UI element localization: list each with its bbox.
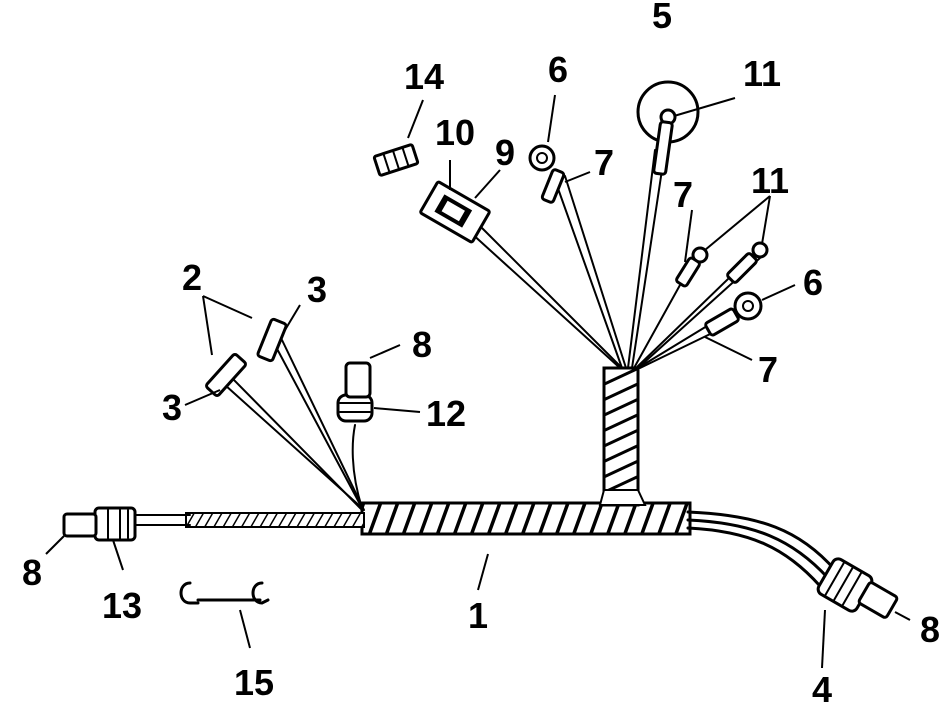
leader-lines: [45, 94, 911, 669]
callout-11-top: 11: [743, 53, 781, 94]
terminal-8-right: [857, 581, 899, 619]
callout-4: 4: [812, 669, 832, 705]
grommet-part-5: [636, 80, 700, 176]
callout-15: 15: [234, 662, 274, 703]
callout-6-right: 6: [803, 262, 823, 303]
terminal-8-upper: [344, 361, 372, 399]
terminal-8-left: [62, 512, 98, 538]
callout-6-upper: 6: [548, 49, 568, 90]
terminal-3-upper: [256, 317, 288, 363]
callout-8-upper: 8: [412, 324, 432, 365]
ring-terminal-11-right: [726, 241, 769, 284]
left-branch-wires: [224, 339, 365, 511]
callout-12: 12: [426, 393, 466, 434]
callout-7-lower: 7: [758, 349, 778, 390]
callout-13: 13: [102, 585, 142, 626]
callout-3-upper: 3: [307, 269, 327, 310]
callout-9: 9: [495, 132, 515, 173]
connector-10: [419, 180, 491, 244]
callout-7-upper: 7: [594, 142, 614, 183]
callout-8-right: 8: [920, 609, 940, 650]
upper-fanout-wires: [469, 149, 761, 369]
clip-part-14: [372, 143, 420, 177]
right-curved-leads: [686, 510, 837, 588]
callout-10: 10: [435, 112, 475, 153]
left-lead: [129, 514, 191, 526]
callout-14: 14: [404, 56, 444, 97]
ring-terminal-6-upper: [528, 144, 566, 204]
callout-3-lower: 3: [162, 387, 182, 428]
connector-13: [93, 506, 137, 542]
callout-1: 1: [468, 595, 488, 636]
terminal-3-lower: [205, 353, 247, 397]
callout-2: 2: [182, 257, 202, 298]
clip-part-15: [179, 581, 270, 605]
ring-terminal-11-middle: [675, 246, 709, 288]
connector-12: [336, 393, 374, 423]
callout-labels: 1 2 3 3 4 5 6 6 7 7 7 8 8 8 9 10 11 11 1…: [22, 0, 940, 705]
callout-5: 5: [652, 0, 672, 36]
callout-11-right: 11: [751, 160, 789, 201]
ring-terminal-6-right: [704, 291, 763, 337]
callout-7-middle: 7: [673, 174, 693, 215]
callout-8-left: 8: [22, 552, 42, 593]
